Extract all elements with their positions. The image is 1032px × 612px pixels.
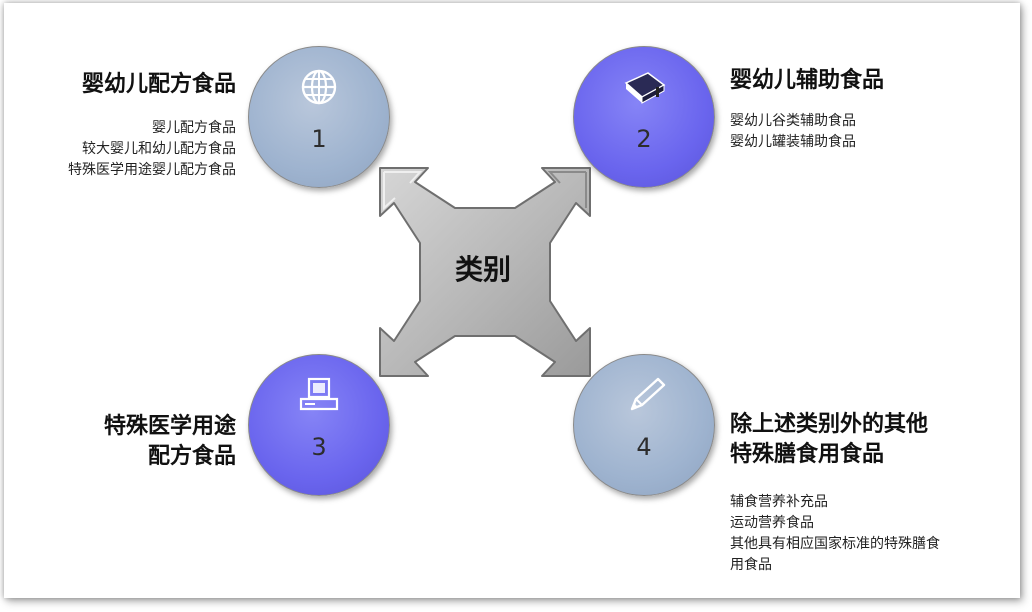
list-item: 较大婴儿和幼儿配方食品 <box>82 141 236 157</box>
list-item: 运动营养食品 <box>730 515 814 531</box>
category-items-1: 婴儿配方食品 较大婴儿和幼儿配方食品 特殊医学用途婴儿配方食品 <box>68 118 236 181</box>
category-items-2: 婴幼儿谷类辅助食品 婴幼儿罐装辅助食品 <box>730 111 856 153</box>
list-item: 婴幼儿谷类辅助食品 <box>730 113 856 129</box>
category-title-3: 特殊医学用途 配方食品 <box>104 412 236 472</box>
category-title-2: 婴幼儿辅助食品 <box>730 68 885 93</box>
category-number: 3 <box>311 433 327 461</box>
list-item: 用食品 <box>730 557 772 573</box>
list-item: 婴儿配方食品 <box>152 120 236 136</box>
globe-icon <box>301 69 337 105</box>
list-item: 辅食营养补充品 <box>730 494 828 510</box>
category-circle-4: 4 <box>573 354 715 496</box>
category-number: 2 <box>636 125 652 153</box>
pencil-icon <box>630 377 666 411</box>
computer-icon <box>299 377 339 411</box>
title-line: 除上述类别外的其他 <box>730 412 929 437</box>
category-number: 4 <box>636 433 652 461</box>
list-item: 婴幼儿罐装辅助食品 <box>730 134 856 150</box>
category-title-4: 除上述类别外的其他 特殊膳食用食品 <box>730 410 928 470</box>
center-label: 类别 <box>454 253 511 286</box>
title-line: 特殊医学用途 <box>103 414 236 439</box>
category-circle-2: 2 <box>573 46 715 188</box>
title-line: 特殊膳食用食品 <box>730 442 885 467</box>
category-circle-3: 3 <box>248 354 390 496</box>
list-item: 其他具有相应国家标准的特殊膳食 <box>730 536 940 552</box>
list-item: 特殊医学用途婴儿配方食品 <box>68 162 236 178</box>
book-icon <box>624 72 666 104</box>
four-way-arrow <box>379 167 591 377</box>
category-circle-1: 1 <box>248 46 390 188</box>
title-line: 配方食品 <box>147 444 236 469</box>
category-number: 1 <box>311 125 327 153</box>
category-items-4: 辅食营养补充品 运动营养食品 其他具有相应国家标准的特殊膳食 用食品 <box>730 492 940 576</box>
category-title-1: 婴幼儿配方食品 <box>81 72 236 97</box>
